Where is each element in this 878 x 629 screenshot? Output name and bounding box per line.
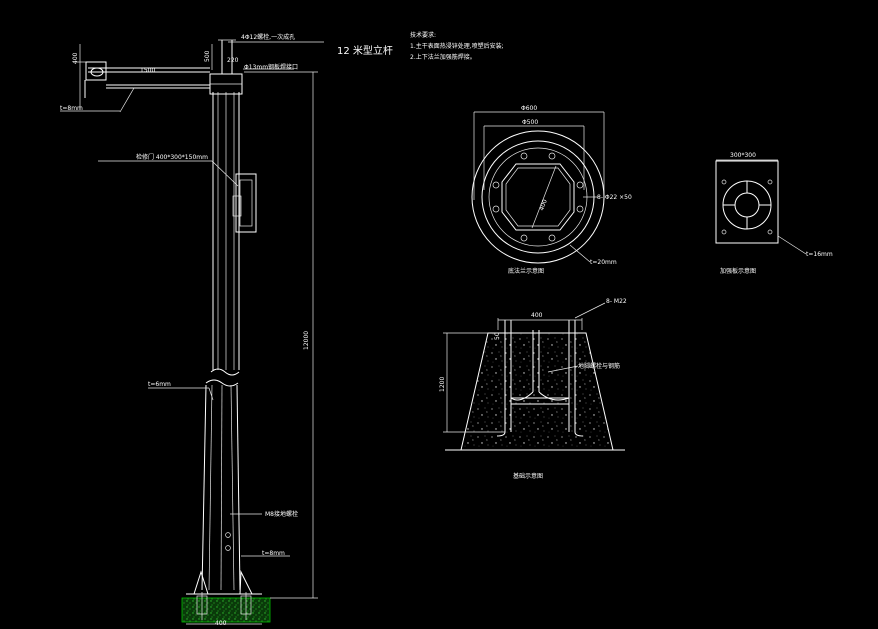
- top-extension-label: 500: [204, 50, 211, 62]
- cable-label: 地脚螺栓与钢筋: [578, 362, 620, 370]
- pole-elevation: [84, 39, 271, 623]
- plate-size: 300*300: [730, 152, 756, 159]
- pole-dimensions: [60, 41, 324, 625]
- drawing-title: 12 米型立杆: [337, 44, 393, 57]
- foundation-depth: 1200: [439, 377, 446, 392]
- notes-line-2: 2.上下法兰加强筋焊接。: [410, 53, 476, 61]
- plate-caption: 加强板示意图: [720, 267, 756, 275]
- top-bolt-label: 4Φ12螺栓,一次成孔: [241, 33, 295, 41]
- anchor-offset: 50: [494, 332, 501, 340]
- tube-label: Φ13mm钢板焊接口: [244, 63, 298, 71]
- notes-line-1: 1.主干表面热浸锌处理,喷塑后安装;: [410, 42, 504, 50]
- wall-thickness-label: t=6mm: [148, 381, 171, 388]
- arm-length-label: 1500: [140, 67, 155, 74]
- stiffener-plate: [715, 159, 807, 255]
- ground-bolt-label: M8接地螺栓: [265, 510, 298, 518]
- pole-height-label: 12000: [303, 331, 310, 350]
- foundation-bolts: 8- M22: [606, 298, 627, 305]
- door-label: 检修门 400*300*150mm: [136, 153, 208, 161]
- foundation-top-width: 400: [531, 312, 543, 319]
- flange-holes: 8- Φ22 ×50: [597, 194, 632, 201]
- plate-thickness: t=16mm: [806, 251, 833, 258]
- top-width-label: 220: [227, 57, 239, 64]
- notes-heading: 技术要求:: [410, 31, 436, 39]
- flange-outer-dia: Φ600: [521, 105, 537, 112]
- flange-plan: [471, 111, 605, 264]
- flange-thickness: t=20mm: [590, 259, 617, 266]
- flange-inner-dia: Φ500: [522, 119, 538, 126]
- flange-caption: 底法兰示意图: [508, 267, 544, 275]
- base-width-label: 400: [215, 620, 227, 627]
- base-plate-thickness-label: t=8mm: [262, 550, 285, 557]
- foundation-caption: 基础示意图: [513, 472, 543, 480]
- foundation-section: [443, 302, 625, 451]
- flange-pcd: 400: [538, 198, 549, 211]
- arm-height-label: 400: [72, 52, 79, 64]
- arm-plate-thickness-label: t=8mm: [60, 105, 83, 112]
